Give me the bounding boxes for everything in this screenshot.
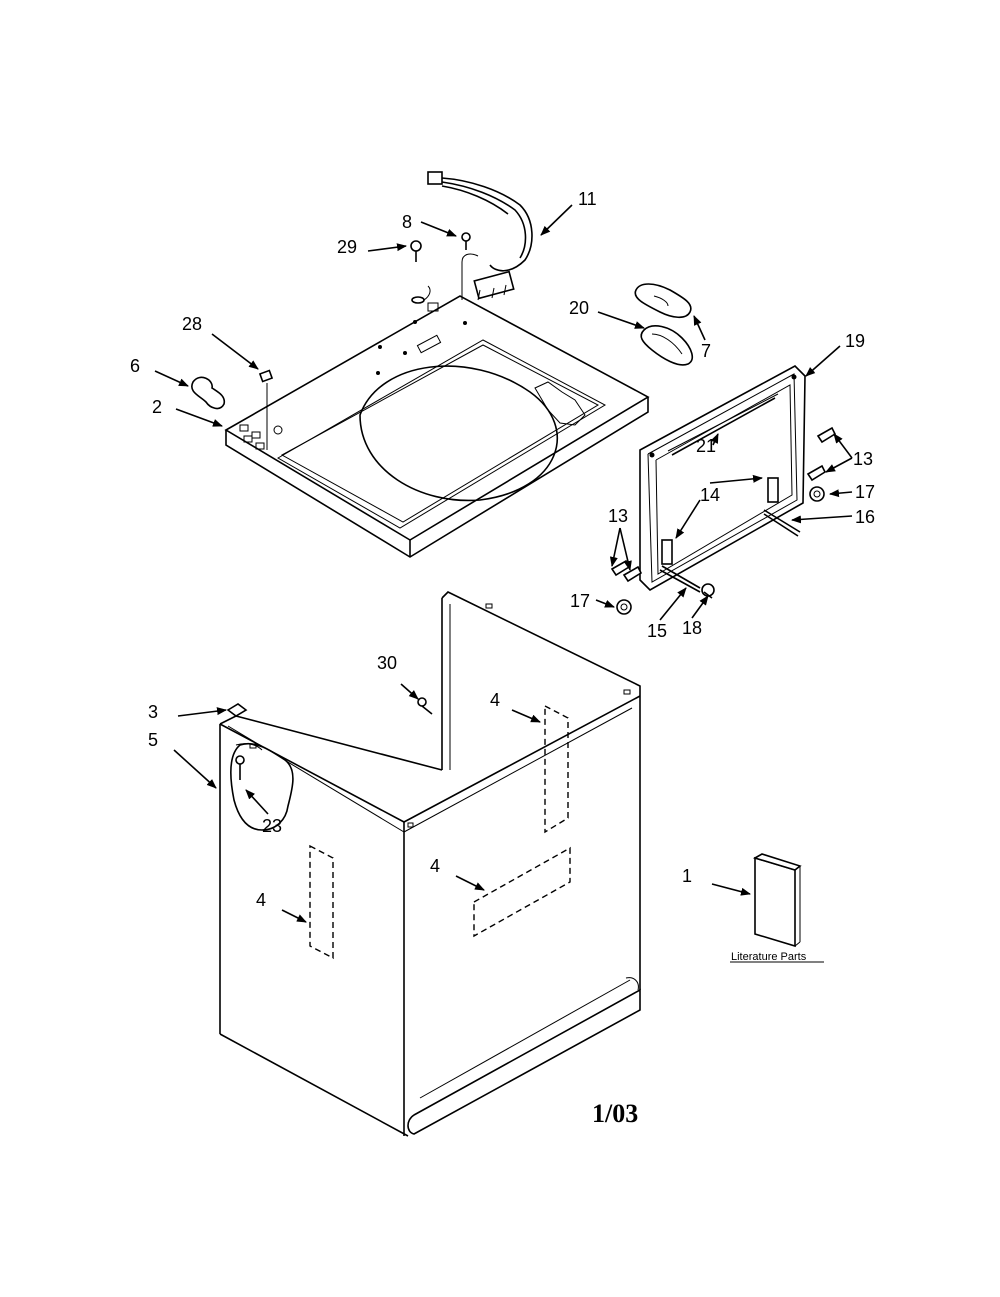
callout-14: 14 xyxy=(700,485,720,505)
callout-18: 18 xyxy=(682,618,702,638)
page-code: 1/03 xyxy=(592,1099,638,1128)
callout-11: 11 xyxy=(578,189,597,209)
literature-booklet xyxy=(730,853,824,963)
callout-23: 23 xyxy=(262,816,282,836)
callout-29: 29 xyxy=(337,237,357,257)
callout-2: 2 xyxy=(152,397,162,417)
callout-6: 6 xyxy=(130,356,140,376)
screw-29 xyxy=(410,240,431,304)
cabinet-5 xyxy=(219,591,641,1137)
callout-5: 5 xyxy=(148,730,158,750)
lid-bumper-7 xyxy=(634,283,692,319)
callout-20: 20 xyxy=(569,298,589,318)
lid-19 xyxy=(610,365,837,615)
lid-switch-harness xyxy=(427,171,533,301)
callout-16: 16 xyxy=(855,507,875,527)
callout-13-left: 13 xyxy=(608,506,628,526)
screw-8 xyxy=(461,232,471,250)
callout-8: 8 xyxy=(402,212,412,232)
callout-17-right: 17 xyxy=(855,482,875,502)
callout-28: 28 xyxy=(182,314,202,334)
clip-3 xyxy=(226,703,248,717)
callout-labels: 11 8 29 28 6 2 20 7 19 13 17 16 21 14 13… xyxy=(130,189,875,1128)
callout-13-right: 13 xyxy=(853,449,873,469)
callout-15: 15 xyxy=(647,621,667,641)
callout-30: 30 xyxy=(377,653,397,673)
literature-parts-label: Literature Parts xyxy=(731,951,807,963)
callout-4-left: 4 xyxy=(256,890,266,910)
callout-21: 21 xyxy=(696,436,716,456)
top-panel xyxy=(224,295,650,558)
callout-17-left: 17 xyxy=(570,591,590,611)
callout-3: 3 xyxy=(148,702,158,722)
callout-4-right: 4 xyxy=(430,856,440,876)
callout-4-back: 4 xyxy=(490,690,500,710)
clip-28 xyxy=(258,369,274,450)
leader-lines xyxy=(154,204,853,923)
hinge-6 xyxy=(191,376,226,410)
lid-bumper-20 xyxy=(640,325,694,366)
callout-7: 7 xyxy=(701,341,711,361)
callout-19: 19 xyxy=(845,331,865,351)
callout-1: 1 xyxy=(682,866,692,886)
screw-30 xyxy=(417,697,433,715)
